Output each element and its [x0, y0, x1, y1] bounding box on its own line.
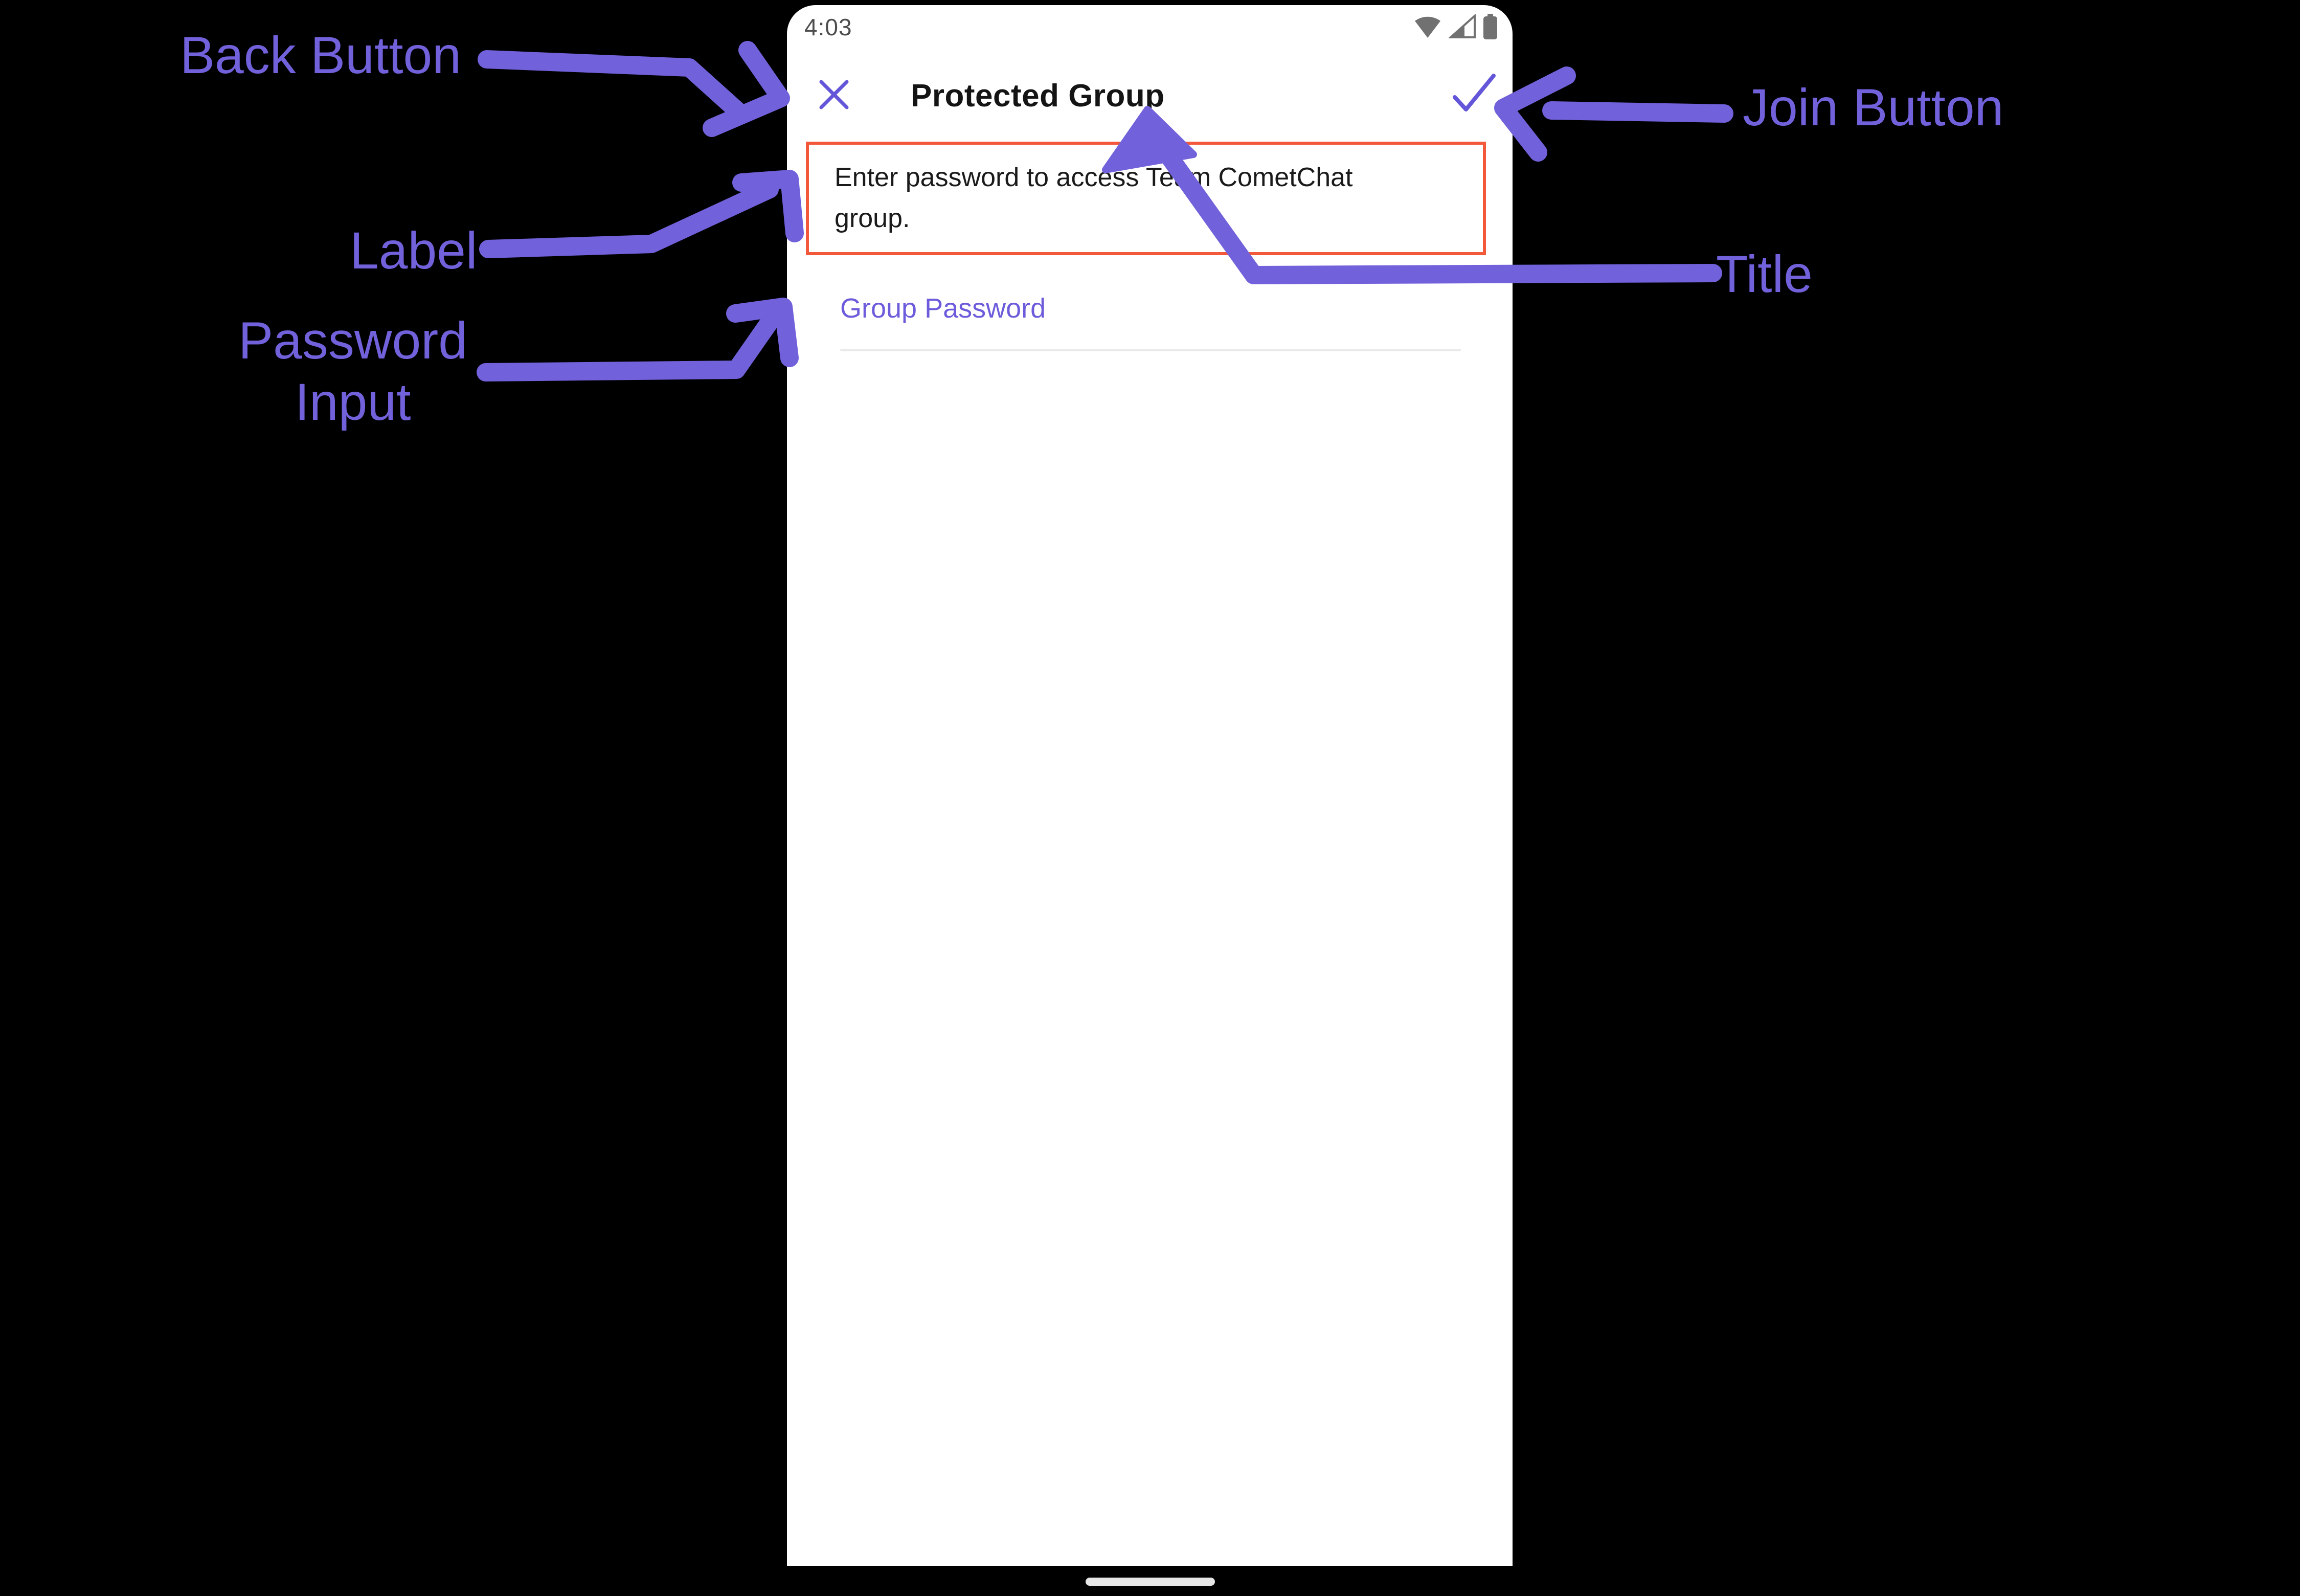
status-bar: 4:03 [787, 5, 1513, 51]
join-button-arrow [1494, 66, 1733, 162]
input-underline [840, 349, 1461, 351]
annotation-password-line2: Input [295, 373, 411, 431]
back-button-arrow [478, 41, 790, 137]
password-instruction-label: Enter password to access Team CometChat … [835, 163, 1353, 233]
password-input-arrow [477, 298, 799, 381]
checkmark-icon [1452, 73, 1497, 117]
close-back-button[interactable] [816, 77, 852, 114]
page-title: Protected Group [911, 78, 1165, 114]
annotation-title: Title [1716, 245, 1813, 303]
phone-screen: 4:03 [787, 5, 1513, 1566]
label-arrow [479, 170, 804, 258]
annotation-label: Label [350, 221, 478, 280]
annotation-join-button: Join Button [1743, 78, 2004, 137]
annotation-password-input: Password Input [215, 310, 491, 433]
x-close-icon [818, 80, 850, 113]
status-time: 4:03 [804, 14, 852, 40]
battery-icon [1483, 14, 1497, 39]
annotation-back-button: Back Button [180, 26, 461, 84]
group-password-input[interactable]: Group Password [840, 293, 1461, 351]
join-confirm-button[interactable] [1450, 72, 1499, 118]
cell-signal-icon [1449, 14, 1476, 39]
home-indicator-handle[interactable] [1086, 1578, 1215, 1586]
wifi-icon [1414, 14, 1441, 39]
label-highlight-box: Enter password to access Team CometChat … [806, 142, 1486, 255]
group-password-field-label: Group Password [840, 293, 1046, 324]
app-header: Protected Group [787, 72, 1513, 128]
annotation-password-line1: Password [238, 311, 467, 370]
status-icons [1414, 13, 1497, 40]
